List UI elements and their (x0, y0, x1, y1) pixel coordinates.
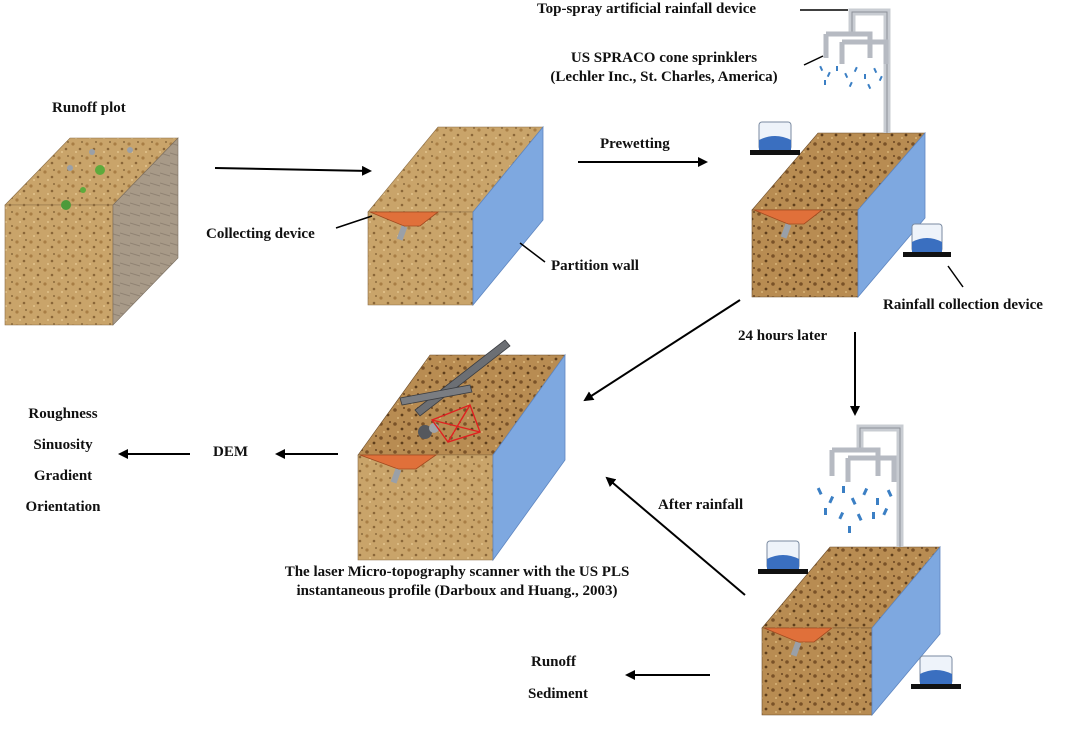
sprinklers-line-2: (Lechler Inc., St. Charles, America) (550, 69, 778, 85)
rock-icon (89, 149, 95, 155)
runoff-label: Runoff (531, 654, 577, 670)
flow-arrows (118, 157, 860, 680)
runoff-plot-block (4, 137, 179, 326)
after-rainfall-block (761, 545, 941, 717)
dem-label: DEM (213, 444, 248, 460)
scanner-line-1: The laser Micro-topography scanner with … (284, 564, 630, 580)
rainfall-collection-label: Rainfall collection device (883, 297, 1043, 313)
rainfall-device-top (819, 8, 891, 133)
rainfall-collection-gauge (903, 223, 951, 257)
runoff-plot-label: Runoff plot (52, 100, 126, 116)
metric-orientation: Orientation (25, 499, 101, 515)
arrow-to-scanner (583, 299, 741, 402)
scanner-label: The laser Micro-topography scanner with … (237, 563, 677, 601)
sprinklers-line-1: US SPRACO cone sprinklers (570, 50, 758, 66)
prewetting-block (751, 131, 926, 299)
rain-gauge-icon (758, 540, 808, 574)
vegetation-icon (61, 200, 71, 210)
laser-scanner-block (357, 339, 566, 562)
laser-beams (430, 404, 481, 443)
hours-later-label: 24 hours later (738, 328, 828, 344)
after-rainfall-label: After rainfall (658, 497, 744, 513)
metric-roughness: Roughness (28, 406, 98, 422)
rain-gauge-icon (750, 121, 800, 155)
sprinklers-label: US SPRACO cone sprinklers (Lechler Inc.,… (528, 49, 800, 87)
rain-gauge-icon (911, 655, 961, 689)
metric-gradient: Gradient (33, 468, 93, 484)
rainfall-device-bottom (816, 424, 904, 547)
vegetation-icon (95, 165, 105, 175)
rain-drops (819, 65, 883, 90)
collecting-device-block (367, 125, 544, 307)
metrics-list: Roughness Sinuosity Gradient Orientation (8, 399, 118, 523)
scanner-line-2: instantaneous profile (Darboux and Huang… (296, 583, 618, 599)
sediment-label: Sediment (528, 686, 588, 702)
rainfall-device-label: Top-spray artificial rainfall device (537, 1, 757, 17)
leader-lines (335, 9, 964, 288)
collecting-device-label: Collecting device (206, 226, 315, 242)
metric-sinuosity: Sinuosity (33, 437, 93, 453)
partition-wall-label: Partition wall (551, 258, 639, 274)
laser-scanner-rail (399, 339, 511, 439)
collector-trough (369, 211, 440, 227)
partition-wall-panel (472, 125, 544, 307)
arrow-to-collecting (214, 165, 372, 176)
prewetting-label: Prewetting (600, 136, 670, 152)
arrow-after-rainfall (605, 476, 746, 596)
